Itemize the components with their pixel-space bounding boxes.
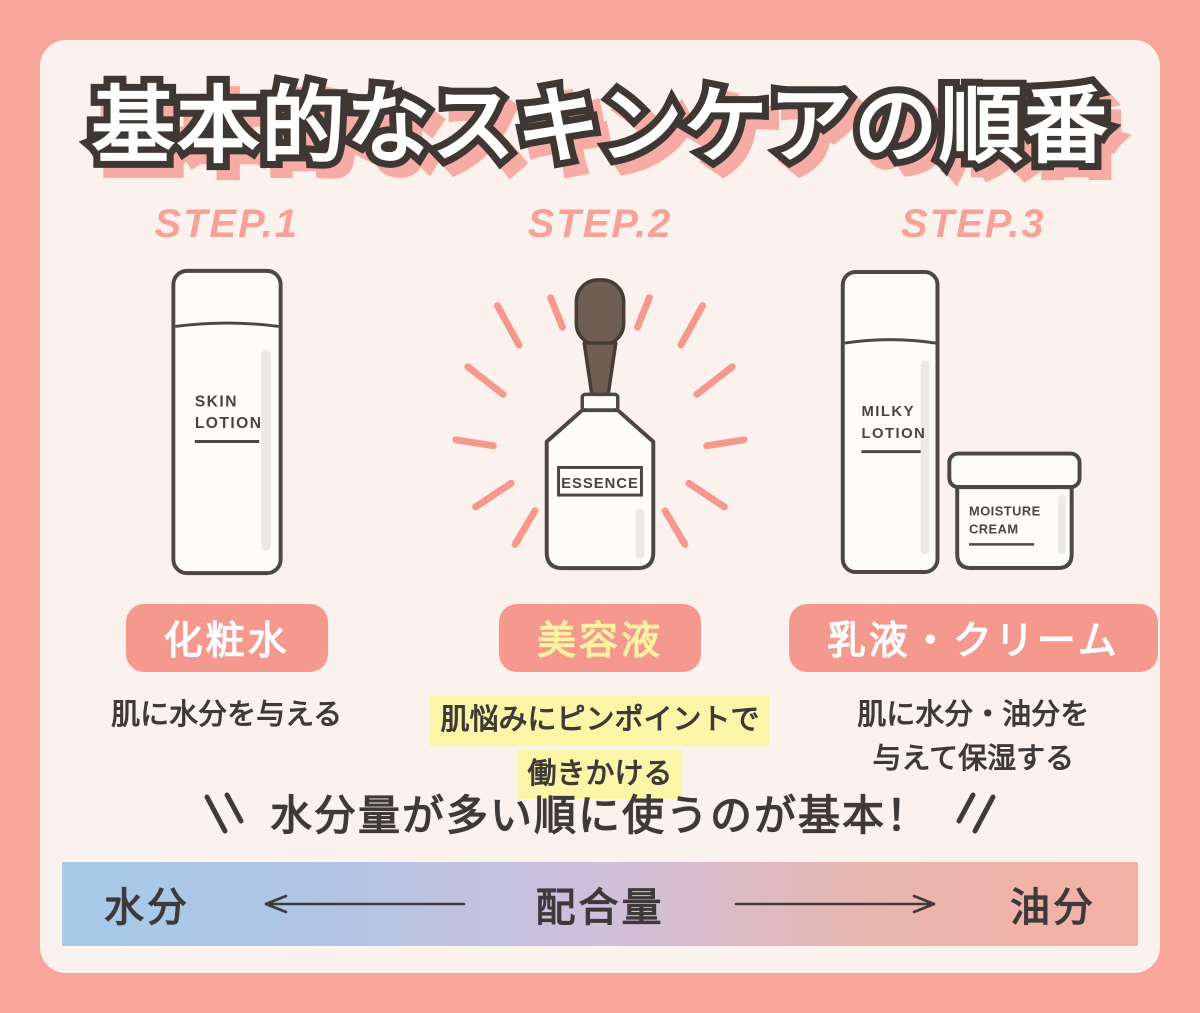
step-1-column: STEP.1 SKIN LOTION 化粧水 肌に水分を与える: [42, 202, 412, 801]
step-3-description-line1: 肌に水分・油分を: [857, 699, 1090, 731]
page-title-shadow-layer: 基本的なスキンケアの順番: [94, 82, 1124, 190]
slogan-row: 水分量が多い順に使うのが基本！: [40, 782, 1160, 843]
sparkle-rays-icon: [452, 294, 748, 548]
scale-center-label: 配合量: [535, 886, 665, 930]
milky-lotion-label-line2: LOTION: [862, 426, 927, 442]
milky-lotion-and-cream-illustration: MILKY LOTION MOISTURE CREAM: [841, 270, 1082, 574]
page-title-text: 基本的なスキンケアの順番: [91, 79, 1109, 173]
moisture-cream-label-line1: MOISTURE: [969, 504, 1041, 519]
moisture-cream-label-line2: CREAM: [969, 521, 1018, 536]
content-card: 基本的なスキンケアの順番 基本的なスキンケアの順番 基本的なスキンケアの順番 S…: [40, 40, 1160, 973]
step-1-illustration: SKIN LOTION: [168, 264, 286, 578]
step-2-label: STEP.2: [527, 202, 673, 246]
step-2-description-line1: 肌悩みにピンポイントで: [430, 696, 770, 746]
skin-lotion-label-line1: SKIN: [194, 393, 237, 410]
milky-lotion-label-line1: MILKY: [862, 404, 915, 420]
step-1-label: STEP.1: [154, 202, 299, 246]
step-3-illustration: MILKY LOTION MOISTURE CREAM: [825, 264, 1121, 578]
step-3-description: 肌に水分・油分を 与えて保湿する: [857, 694, 1089, 781]
step-3-description-line2: 与えて保湿する: [872, 742, 1075, 775]
scale-right-label: 油分: [1010, 886, 1096, 930]
step-3-name-badge: 乳液・クリーム: [788, 604, 1158, 672]
arrow-left-icon: [264, 894, 466, 914]
step-2-name-text: 美容液: [536, 620, 663, 663]
arrow-right-icon: [734, 894, 936, 914]
step-2-column: STEP.2: [415, 202, 785, 801]
skin-lotion-label-line2: LOTION: [194, 415, 262, 432]
page-title: 基本的なスキンケアの順番 基本的なスキンケアの順番 基本的なスキンケアの順番: [40, 56, 1160, 196]
step-2-illustration: ESSENCE: [432, 264, 768, 578]
milky-lotion-bottle: MILKY LOTION: [841, 270, 940, 574]
page-title-outline-layer: 基本的なスキンケアの順番: [84, 72, 1114, 180]
step-2-name-badge: 美容液: [498, 604, 701, 672]
step-3-label: STEP.3: [900, 202, 1046, 246]
steps-row: STEP.1 SKIN LOTION 化粧水 肌に水分を与える: [40, 202, 1160, 801]
slogan-text: 水分量が多い順に使うのが基本！: [269, 792, 930, 839]
step-3-column: STEP.3 MILKY LOTION: [788, 202, 1159, 801]
skin-lotion-bottle-illustration: SKIN LOTION: [171, 268, 283, 576]
step-1-name-badge: 化粧水: [125, 604, 328, 672]
step-2-description-line2: 働きかける: [517, 749, 683, 799]
step-2-description: 肌悩みにピンポイントで 働きかける: [430, 694, 770, 801]
essence-label-text: ESSENCE: [561, 476, 639, 492]
step-3-name-text: 乳液・クリーム: [826, 620, 1120, 663]
emphasis-slash-right-icon: [956, 792, 996, 833]
scale-left-label: 水分: [104, 886, 190, 930]
moisture-cream-jar: MOISTURE CREAM: [947, 451, 1082, 570]
essence-dropper-bottle-illustration: ESSENCE: [452, 278, 748, 571]
step-1-description-line1: 肌に水分を与える: [111, 699, 343, 731]
moisture-oil-scale-bar: 水分 配合量 油分: [62, 862, 1138, 946]
step-1-name-text: 化粧水: [163, 620, 290, 663]
emphasis-slash-left-icon: [204, 792, 244, 833]
step-1-description: 肌に水分を与える: [111, 694, 342, 738]
